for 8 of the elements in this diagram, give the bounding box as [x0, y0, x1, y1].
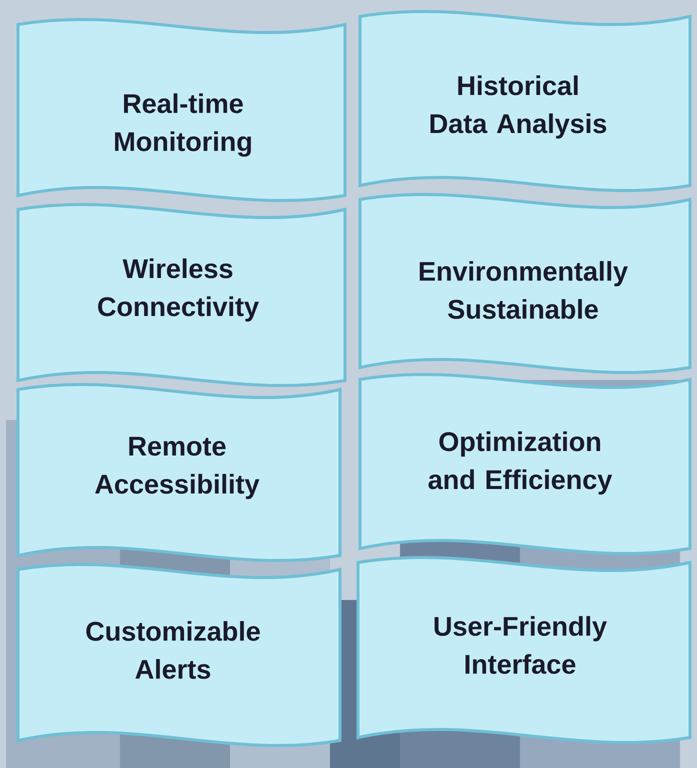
wave-banner: Remote Accessibility — [16, 383, 342, 562]
wave-banner: Wireless Connectivity — [16, 203, 346, 387]
wave-banner: Environmentally Sustainable — [358, 193, 692, 374]
wave-banner: User-Friendly Interface — [356, 556, 692, 744]
wave-banner: Optimization and Efficiency — [358, 373, 692, 555]
wave-banner: Historical Data Analysis — [358, 10, 692, 192]
wave-banner: Customizable Alerts — [16, 563, 342, 747]
wave-banner: Real-time Monitoring — [16, 18, 346, 202]
